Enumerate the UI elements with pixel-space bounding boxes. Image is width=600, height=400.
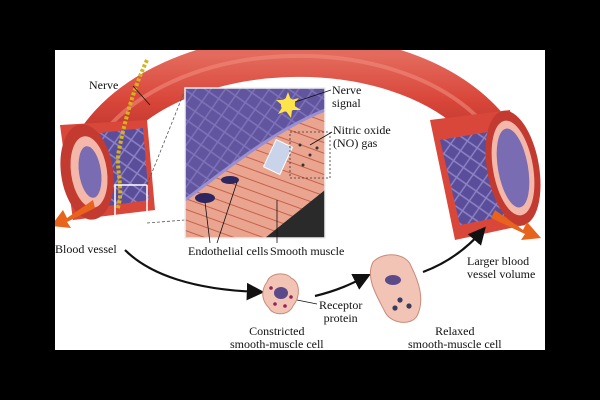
constricted-cell — [262, 273, 299, 315]
label-smooth-muscle: Smooth muscle — [270, 244, 345, 258]
inset-enlargement — [184, 88, 331, 238]
flow-arrow-left — [55, 200, 95, 228]
label-blood-vessel: Blood vessel — [55, 242, 117, 256]
label-nerve: Nerve — [89, 78, 119, 92]
arrow-to-relaxed — [314, 274, 371, 298]
nerve-fiber — [115, 59, 149, 211]
flow-arrow-right — [491, 210, 541, 240]
arrow-to-larger — [422, 226, 486, 274]
constricted-vessel — [60, 120, 155, 220]
diagram-artwork — [55, 50, 541, 323]
relaxed-cell — [369, 254, 422, 323]
dilated-vessel — [430, 110, 541, 240]
label-endothelial-cells: Endothelial cells — [188, 244, 269, 258]
label-nitric-oxide: Nitric oxide(NO) gas — [333, 123, 391, 150]
arrow-to-constricted — [124, 249, 265, 301]
